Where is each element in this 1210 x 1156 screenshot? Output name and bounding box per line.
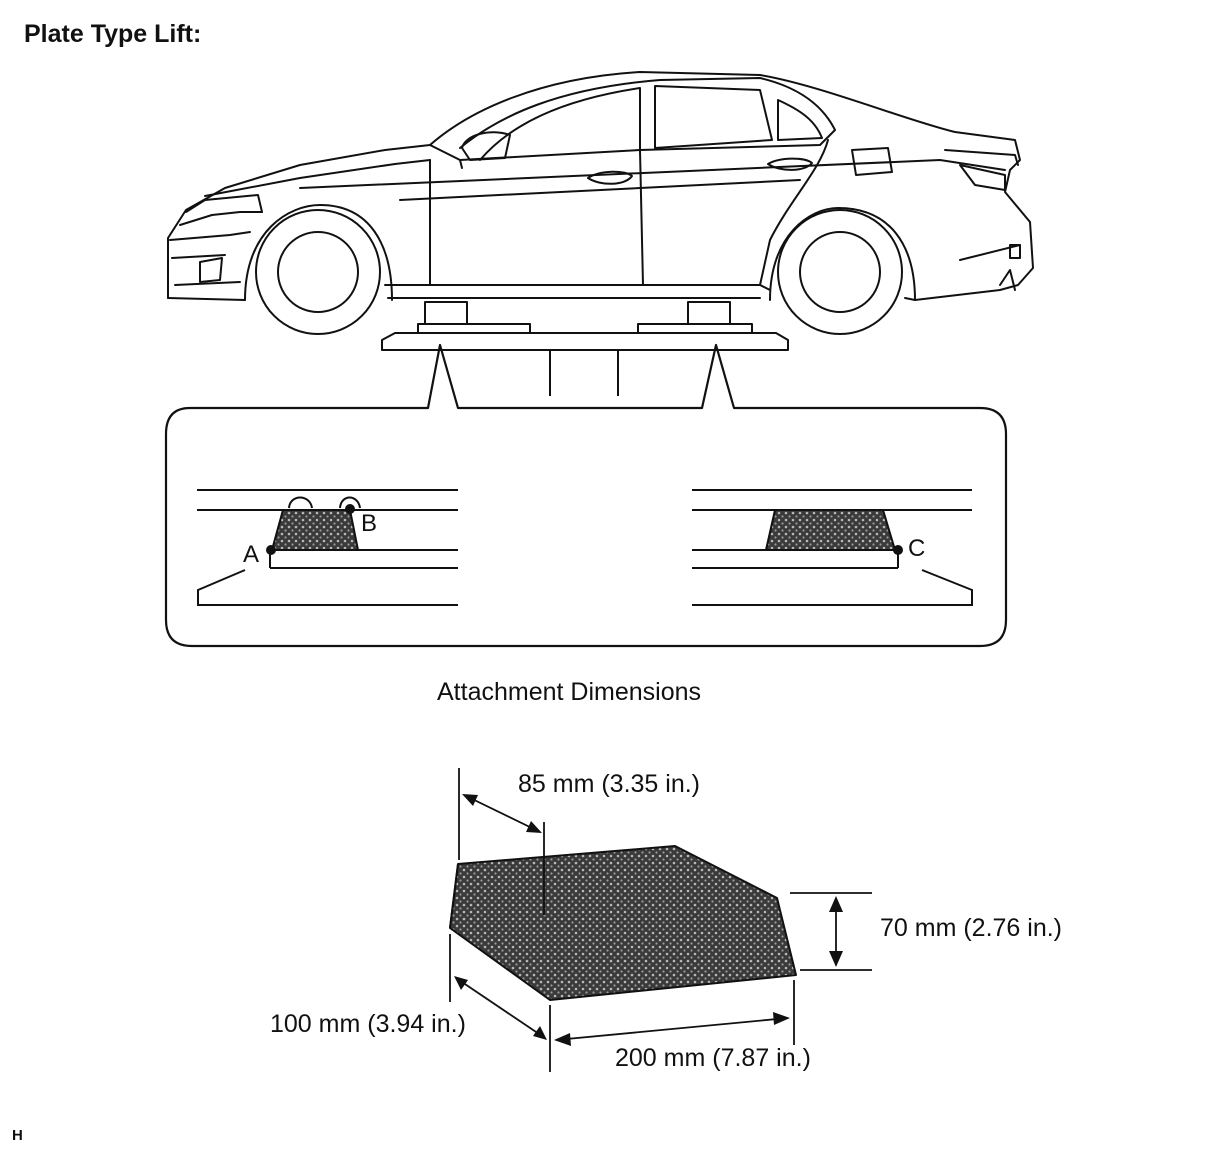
length-dimension-label: 200 mm (7.87 in.)	[615, 1044, 811, 1072]
point-b-label: B	[361, 510, 378, 537]
attachment-block	[449, 845, 797, 1001]
attachment-dimensions-caption: Attachment Dimensions	[437, 678, 702, 706]
dimension-lines	[449, 768, 872, 1072]
car-illustration	[167, 71, 1034, 335]
point-a-marker	[266, 545, 276, 555]
page-title: Plate Type Lift:	[24, 20, 202, 48]
figure-id: H	[12, 1127, 23, 1144]
point-c-label: C	[908, 535, 926, 562]
point-b-marker	[345, 504, 355, 514]
height-dimension-label: 70 mm (2.76 in.)	[880, 914, 1063, 942]
point-a-label: A	[243, 541, 260, 568]
detail-left	[197, 489, 458, 606]
depth-dimension-label: 85 mm (3.35 in.)	[518, 770, 701, 798]
detail-right	[692, 489, 973, 606]
width-dimension-label: 100 mm (3.94 in.)	[270, 1010, 466, 1038]
point-c-marker	[893, 545, 903, 555]
detail-callout-frame	[164, 343, 1008, 648]
dimension-arrowheads	[454, 794, 843, 1046]
plate-lift	[381, 301, 789, 396]
